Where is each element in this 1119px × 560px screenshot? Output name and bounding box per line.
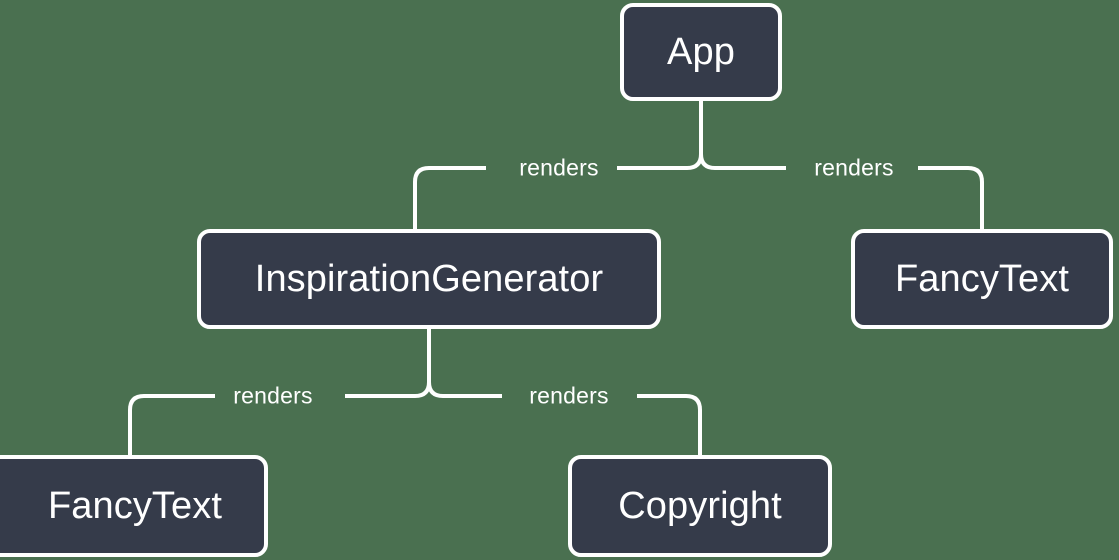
node-app-label: App — [667, 30, 735, 73]
edge-app-to-fancytext — [918, 166, 984, 229]
edge-label-inspiration-copyright: renders — [529, 382, 609, 409]
node-fancytext-bottom[interactable]: FancyText — [0, 455, 268, 557]
edge-inspiration-to-copyright — [637, 394, 702, 455]
edge-inspiration-branch-right — [427, 381, 502, 398]
edge-app-branch-right — [699, 153, 786, 170]
node-copyright-label: Copyright — [618, 484, 782, 527]
node-inspiration-generator-label: InspirationGenerator — [254, 257, 604, 300]
edge-label-app-fancytext: renders — [814, 154, 894, 181]
edge-inspiration-to-fancytext — [128, 394, 215, 455]
edge-inspiration-branch-left — [345, 381, 431, 398]
node-fancytext-bottom-label: FancyText — [47, 484, 223, 527]
edge-app-branch-left — [617, 153, 703, 170]
node-fancytext-right[interactable]: FancyText — [851, 229, 1113, 329]
node-inspiration-generator[interactable]: InspirationGenerator — [197, 229, 661, 329]
node-fancytext-right-label: FancyText — [894, 257, 1070, 300]
edge-label-app-inspiration: renders — [519, 154, 599, 181]
edge-app-to-inspiration — [413, 166, 486, 229]
node-copyright[interactable]: Copyright — [568, 455, 832, 557]
node-app[interactable]: App — [620, 3, 782, 101]
edge-label-inspiration-fancytext: renders — [233, 382, 313, 409]
